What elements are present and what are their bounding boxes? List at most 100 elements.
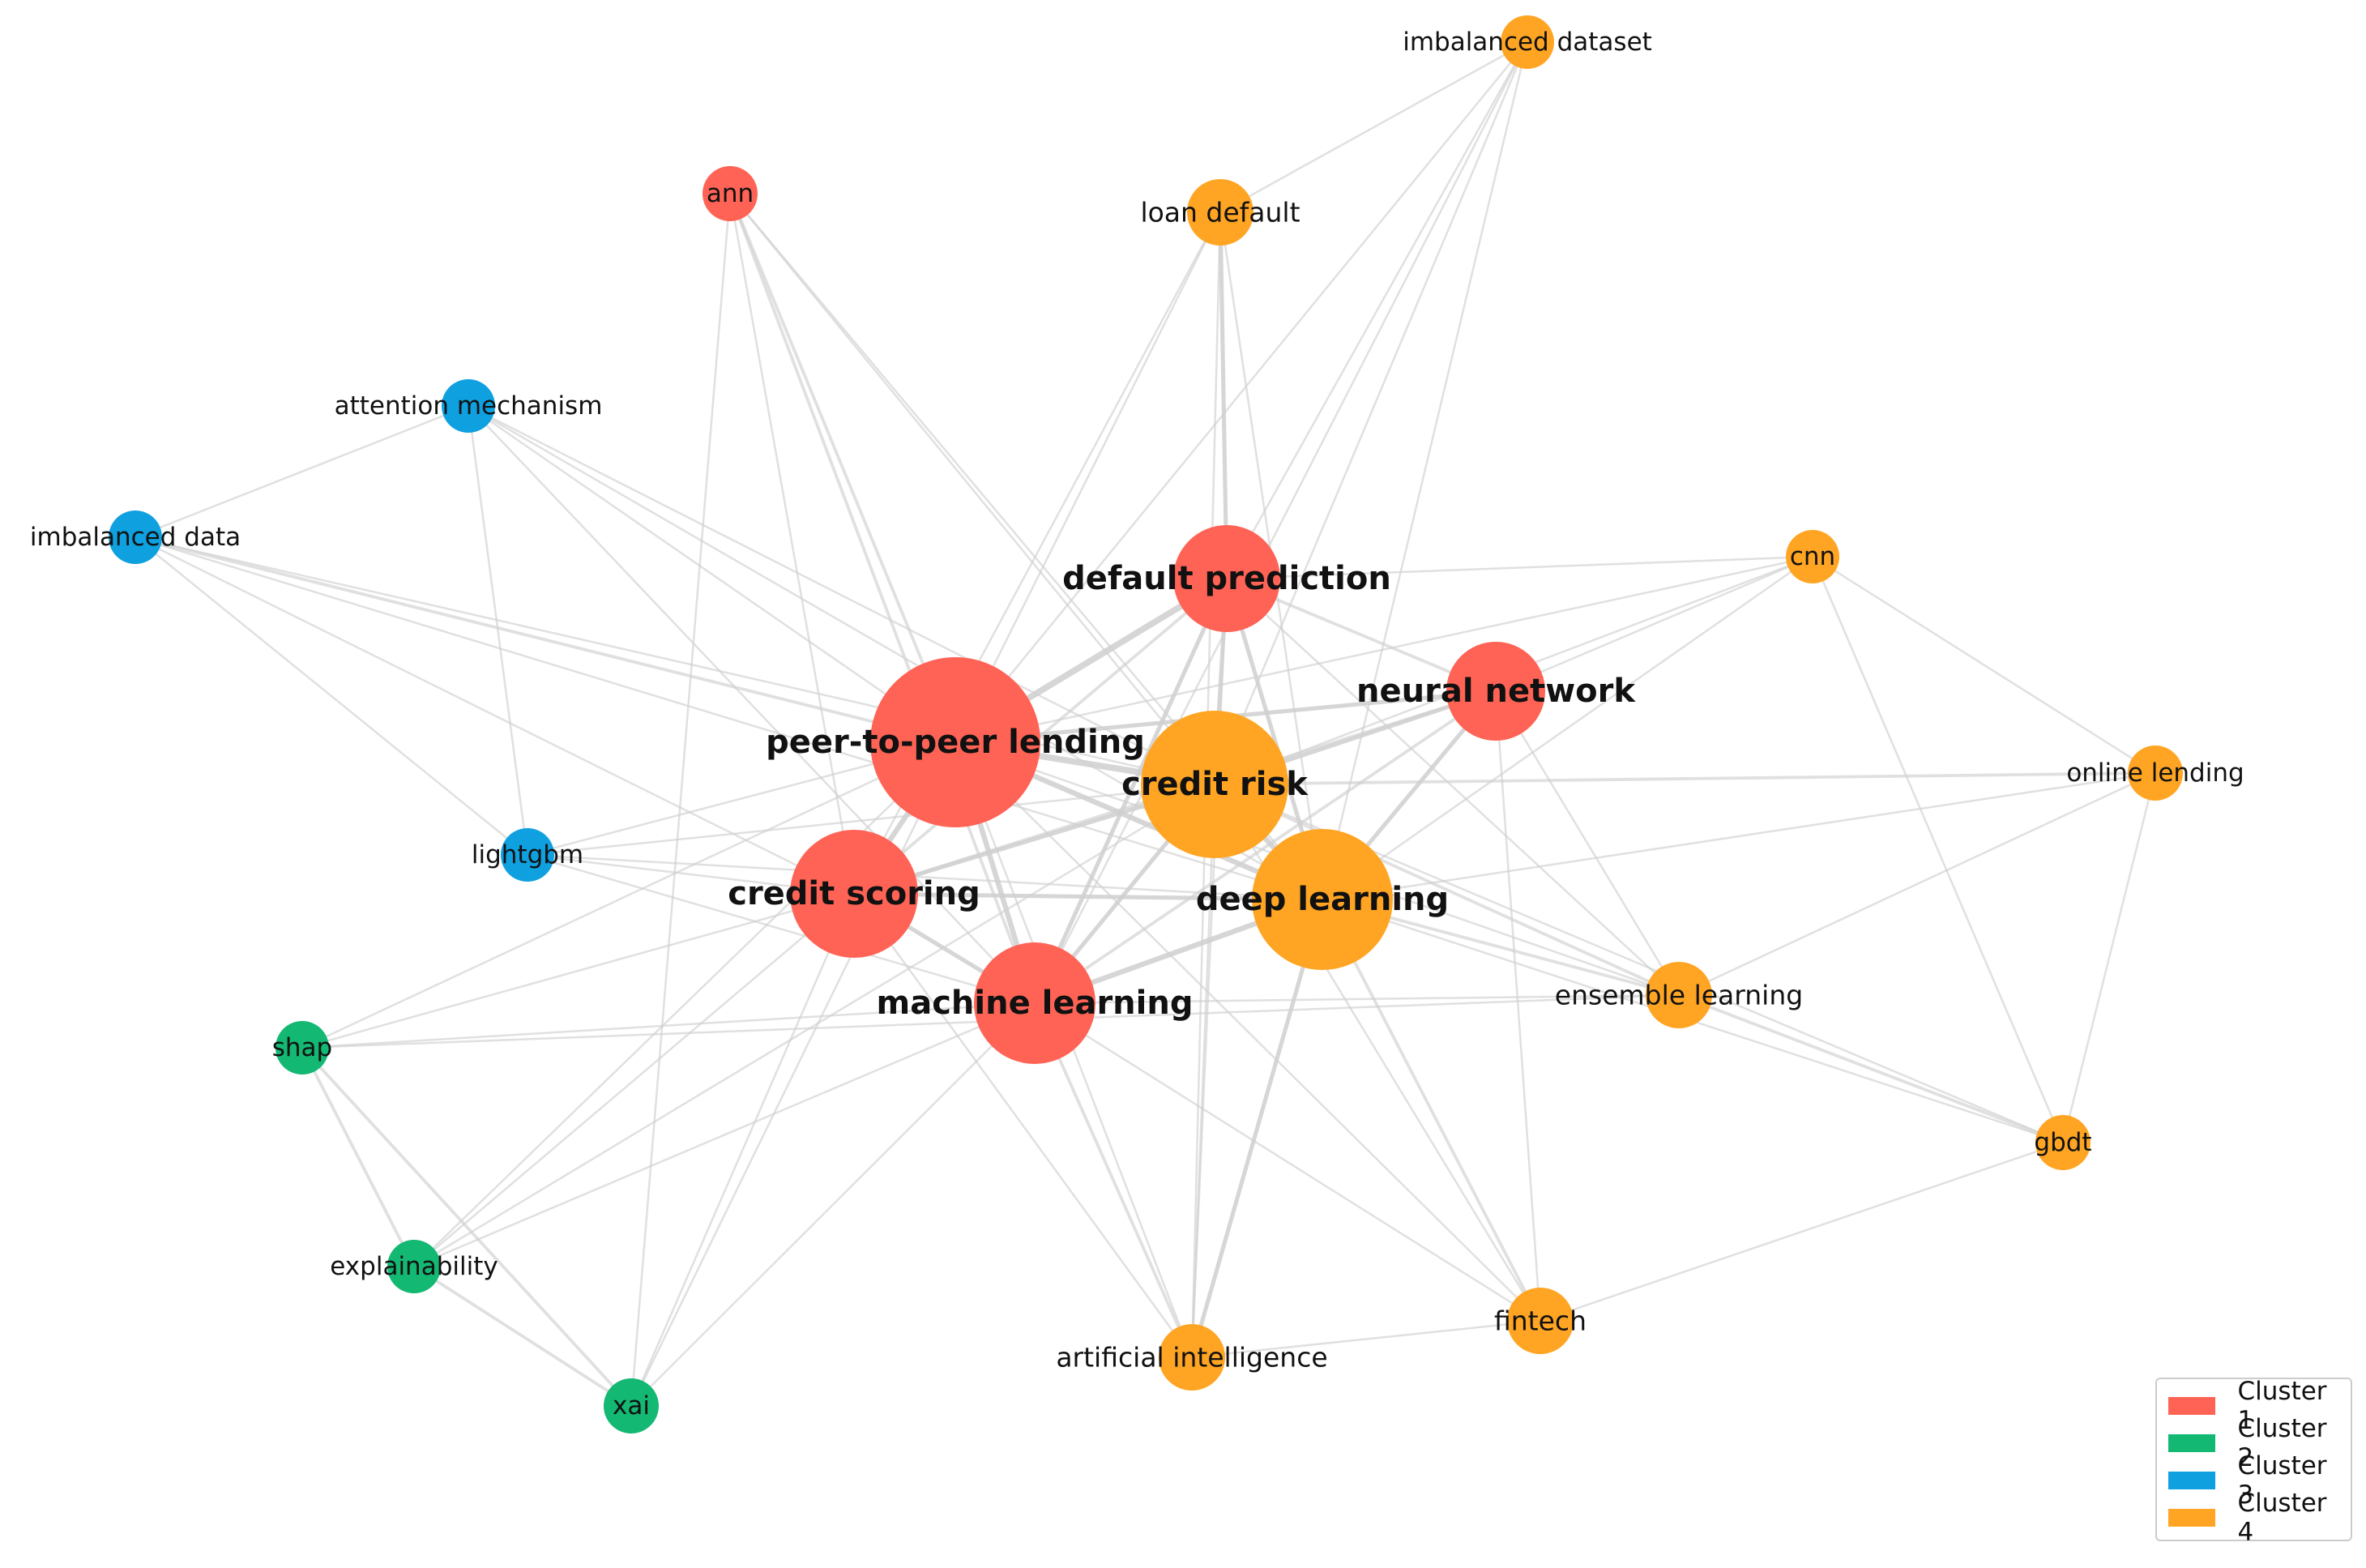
edge-imbalanced-data-peer-to-peer-lending [135,536,956,744]
edge-shap-peer-to-peer-lending [301,741,956,1049]
node-ensemble-learning [1646,962,1712,1028]
node-label-online-lending: online lending [2066,758,2244,788]
edge-ensemble-learning-gbdt [1678,993,2064,1144]
edge-attention-mechanism-lightgbm [467,405,529,856]
edges-layer [135,41,2157,1408]
node-explainability [387,1240,441,1293]
edge-cnn-deep-learning [1322,555,1813,901]
node-label-attention-mechanism: attention mechanism [335,391,603,421]
legend-swatch-cluster-4 [2168,1509,2215,1527]
edge-machine-learning-default-prediction [1032,577,1229,1005]
node-label-explainability: explainability [330,1252,498,1281]
edge-artificial-intelligence-credit-risk [1190,784,1216,1358]
node-lightgbm [501,828,554,882]
node-gbdt [2035,1115,2091,1170]
legend-item-cluster-1: Cluster 1 [2168,1377,2339,1435]
node-label-cnn: cnn [1790,542,1835,571]
legend-swatch-cluster-2 [2168,1434,2215,1452]
edge-ann-credit-risk [729,193,1215,785]
node-label-imbalanced-data: imbalanced data [30,523,241,552]
edge-xai-peer-to-peer-lending [630,741,957,1407]
node-imbalanced-dataset [1501,15,1554,69]
node-online-lending [2128,746,2183,801]
edge-artificial-intelligence-deep-learning [1189,899,1325,1358]
edge-cnn-peer-to-peer-lending [955,555,1813,744]
edge-explainability-xai [412,1265,633,1408]
edge-lightgbm-credit-risk [527,783,1215,857]
node-xai [604,1378,659,1433]
edge-ensemble-learning-machine-learning [1034,993,1680,1005]
edge-shap-machine-learning [301,1002,1036,1049]
legend-label-cluster-1: Cluster 1 [2237,1377,2327,1435]
node-credit-scoring [790,830,918,958]
legend-swatch-cluster-3 [2168,1472,2215,1489]
edge-cnn-gbdt [1811,556,2065,1143]
node-label-loan-default: loan default [1140,197,1300,229]
node-default-prediction [1173,525,1280,632]
edge-explainability-machine-learning [413,1002,1036,1268]
edge-fintech-artificial-intelligence [1191,1319,1541,1359]
edge-imbalanced-data-lightgbm [135,536,528,856]
edge-imbalanced-dataset-peer-to-peer-lending [955,41,1528,743]
edge-lightgbm-deep-learning [527,853,1323,901]
node-label-default-prediction: default prediction [1062,560,1391,597]
edge-explainability-credit-risk [413,783,1215,1268]
edge-ann-credit-scoring [728,193,856,895]
edge-attention-mechanism-peer-to-peer-lending [468,404,956,744]
edge-neural-network-machine-learning [1033,690,1497,1005]
edge-ann-peer-to-peer-lending [728,193,957,743]
node-label-credit-risk: credit risk [1121,766,1309,803]
edge-gbdt-fintech [1540,1141,2064,1322]
edge-xai-credit-scoring [630,893,856,1407]
node-label-deep-learning: deep learning [1196,881,1449,918]
edge-ann-xai [630,193,732,1407]
edge-shap-xai [301,1046,633,1408]
legend: Cluster 1 Cluster 2 Cluster 3 Cluster 4 [2155,1377,2352,1547]
edge-online-lending-credit-risk [1214,771,2156,786]
node-fintech [1507,1288,1574,1354]
edge-artificial-intelligence-credit-scoring [852,893,1194,1358]
edge-imbalanced-dataset-credit-risk [1213,41,1529,785]
node-peer-to-peer-lending [870,657,1040,827]
edge-fintech-peer-to-peer-lending [955,741,1541,1322]
legend-swatch-cluster-1 [2168,1397,2215,1415]
node-label-imbalanced-dataset: imbalanced dataset [1403,28,1652,57]
edge-lightgbm-machine-learning [527,853,1036,1005]
node-label-lightgbm: lightgbm [472,840,583,869]
edge-ensemble-learning-credit-risk [1214,783,1680,997]
edge-imbalanced-dataset-deep-learning [1321,41,1529,900]
node-label-fintech: fintech [1494,1305,1587,1337]
edge-ensemble-learning-default-prediction [1226,578,1680,996]
legend-item-cluster-4: Cluster 4 [2168,1489,2339,1547]
node-label-xai: xai [613,1391,650,1421]
node-label-peer-to-peer-lending: peer-to-peer lending [766,724,1145,761]
edge-attention-mechanism-imbalanced-data [135,404,469,539]
edge-attention-mechanism-machine-learning [468,405,1036,1004]
node-imbalanced-data [109,511,162,564]
edge-artificial-intelligence-machine-learning [1033,1002,1194,1358]
legend-item-cluster-2: Cluster 2 [2168,1414,2339,1472]
labels-layer: imbalanced dataset ann loan default attenti… [30,28,2244,1421]
node-label-gbdt: gbdt [2034,1128,2091,1157]
edge-fintech-machine-learning [1034,1002,1541,1322]
legend-item-cluster-3: Cluster 3 [2168,1451,2339,1510]
edge-loan-default-default-prediction [1218,211,1229,579]
edge-ensemble-learning-neural-network [1494,690,1681,996]
edge-explainability-peer-to-peer-lending [413,741,956,1267]
edge-fintech-neural-network [1494,690,1542,1322]
node-label-ensemble-learning: ensemble learning [1555,980,1803,1011]
node-label-ann: ann [707,179,754,208]
node-cnn [1786,530,1839,583]
node-artificial-intelligence [1159,1324,1225,1391]
node-loan-default [1187,179,1253,246]
edge-fintech-deep-learning [1321,899,1542,1322]
node-label-artificial-intelligence: artificial intelligence [1056,1342,1327,1374]
node-machine-learning [974,942,1095,1064]
edge-xai-machine-learning [630,1002,1036,1407]
edge-cnn-online-lending [1812,555,2156,775]
edge-shap-explainability [301,1047,416,1267]
legend-label-cluster-2: Cluster 2 [2237,1414,2327,1472]
edge-cnn-neural-network [1495,555,1813,693]
node-label-credit-scoring: credit scoring [728,875,980,912]
